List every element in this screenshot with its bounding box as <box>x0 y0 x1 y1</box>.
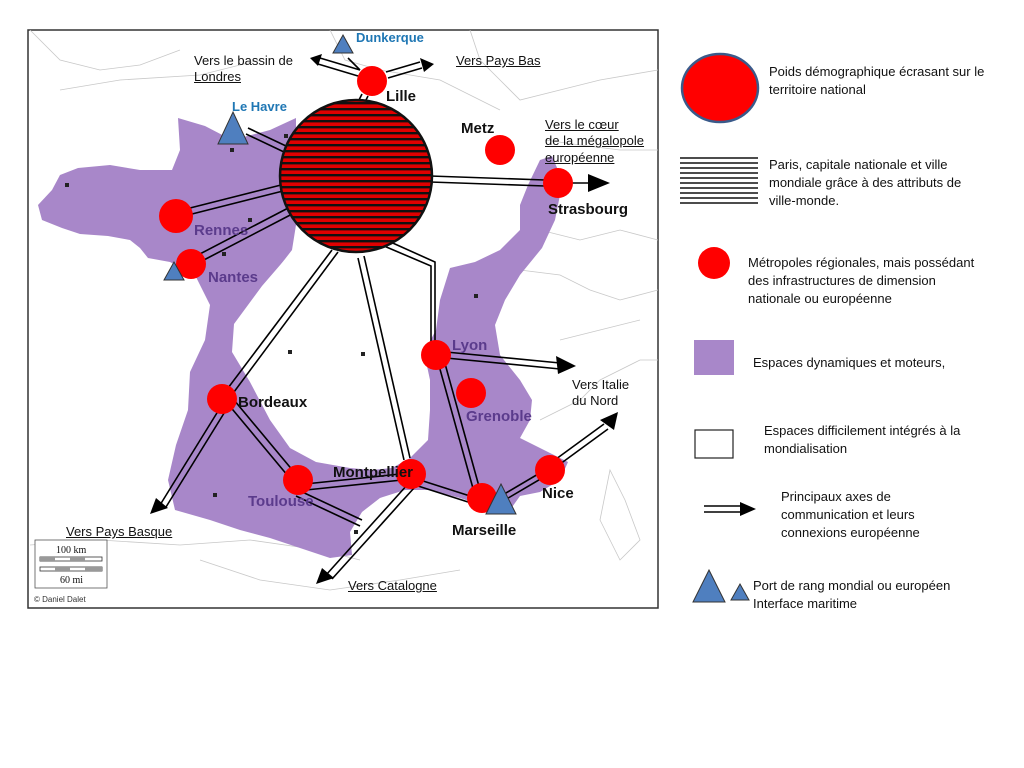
legend-port-small-icon <box>730 582 750 601</box>
city-label-nantes: Nantes <box>208 269 259 286</box>
copyright-text: © Daniel Dalet <box>34 595 86 604</box>
city-label-lille: Lille <box>386 88 417 105</box>
dot-nantes <box>176 249 206 279</box>
scale-km: 100 km <box>56 545 87 556</box>
legend-port-line2: Interface maritime <box>753 596 858 612</box>
label-megalopole-line3: européenne <box>545 149 615 165</box>
legend-difficult-text: Espaces difficilement intégrés à la mond… <box>764 423 961 457</box>
city-label-montpellier: Montpellier <box>333 464 414 481</box>
dot-lille <box>357 66 387 96</box>
label-pays-bas: Vers Pays Bas <box>456 53 541 68</box>
label-megalopole-line2: de la mégalopole <box>545 133 645 149</box>
city-label-marseille: Marseille <box>452 522 517 539</box>
port-triangles <box>163 33 517 515</box>
dot-strasbourg <box>543 168 573 198</box>
arrow-pays-bas <box>420 58 434 72</box>
difficult-territory <box>238 225 432 452</box>
arrow-megalopole <box>588 174 610 192</box>
dot-grenoble <box>456 378 486 408</box>
port-marseille-icon <box>485 482 517 515</box>
dot-lyon <box>421 340 451 370</box>
port-label-dunkerque: Dunkerque <box>356 30 424 45</box>
legend-dynamic-text: Espaces dynamiques et moteurs, <box>753 355 946 370</box>
legend-axes-text: Principaux axes de communication et leur… <box>781 489 920 541</box>
label-megalopole-line1: Vers le cœur <box>545 117 619 132</box>
arrow-catalogne <box>316 568 334 584</box>
city-label-bordeaux: Bordeaux <box>238 394 308 411</box>
arrow-londres <box>310 54 322 66</box>
scale-mi: 60 mi <box>60 575 84 586</box>
legend-port-large-icon <box>692 568 726 603</box>
legend-metropoles-text: Métropoles régionales, mais possédant de… <box>748 255 975 307</box>
dot-montpellier <box>396 459 426 489</box>
legend-demographic-icon <box>680 52 760 124</box>
legend-paris-text: Paris, capitale nationale et ville mondi… <box>769 157 962 209</box>
label-catalogne: Vers Catalogne <box>348 578 437 593</box>
city-label-lyon: Lyon <box>452 337 488 354</box>
dot-metz <box>485 135 515 165</box>
dot-nice <box>535 455 565 485</box>
label-italie-line2: du Nord <box>572 393 619 409</box>
port-nantes-icon <box>163 260 185 281</box>
legend-demographic-text: Poids démographique écrasant sur le terr… <box>769 64 985 97</box>
legend-dynamic-swatch <box>694 340 734 375</box>
legend-metropole-icon <box>698 247 730 279</box>
legend-port-text: Port de rang mondial ou européen Interfa… <box>753 577 1013 613</box>
legend-paris-stripes-icon <box>680 157 758 204</box>
legend-port-line1: Port de rang mondial ou européen <box>753 578 951 593</box>
city-label-grenoble: Grenoble <box>466 408 532 425</box>
port-label-le-havre: Le Havre <box>232 99 287 114</box>
arrow-italie-lyon <box>556 356 576 374</box>
metropole-dots <box>159 66 573 513</box>
small-city-dots <box>65 134 478 534</box>
city-label-nice: Nice <box>542 485 574 502</box>
dot-rennes <box>159 199 193 233</box>
port-le-havre-icon <box>217 110 249 145</box>
arrow-pays-basque <box>150 498 168 514</box>
label-londres-line2: Londres <box>194 69 241 85</box>
legend-difficult-swatch <box>694 429 734 459</box>
city-label-rennes: Rennes <box>194 222 249 239</box>
legend-axis-arrow-icon <box>704 502 756 516</box>
label-megalopole: Vers le cœur de la mégalopole européenne <box>545 117 644 166</box>
label-londres: Vers le bassin de Londres <box>194 53 293 86</box>
arrow-italie-nice <box>600 412 618 430</box>
city-label-toulouse: Toulouse <box>248 493 314 510</box>
dot-toulouse <box>283 465 313 495</box>
legend-symbols <box>680 52 760 603</box>
label-italie: Vers Italie du Nord <box>572 377 629 410</box>
label-londres-line1: Vers le bassin de <box>194 53 294 68</box>
dot-bordeaux <box>207 384 237 414</box>
scale-bar <box>34 539 108 589</box>
label-pays-basque: Vers Pays Basque <box>66 524 173 539</box>
dot-marseille <box>467 483 497 513</box>
port-dunkerque-icon <box>332 33 354 54</box>
paris-circle <box>278 98 434 254</box>
city-label-metz: Metz <box>461 120 495 137</box>
label-italie-line1: Vers Italie <box>572 377 630 392</box>
city-label-strasbourg: Strasbourg <box>548 201 629 218</box>
